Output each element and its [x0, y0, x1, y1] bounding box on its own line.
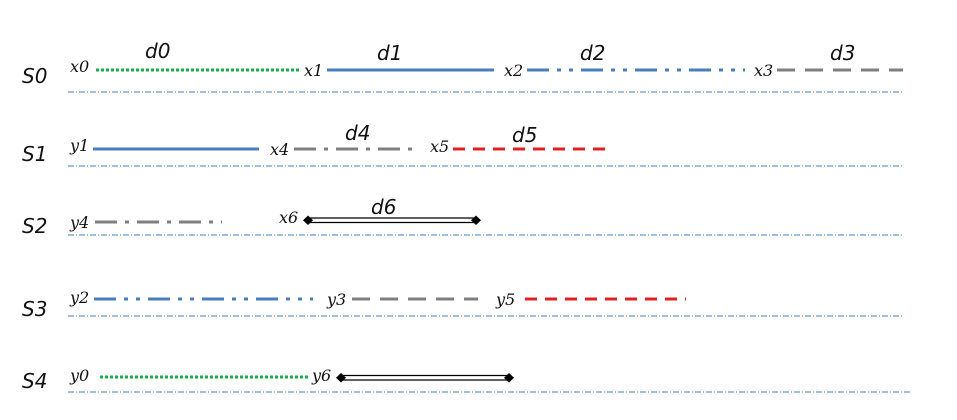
- row-label-s3: S3: [22, 297, 47, 321]
- point-label-x1: x1: [304, 61, 323, 80]
- segment-label-d3: d3: [830, 41, 855, 65]
- point-label-x0: x0: [70, 57, 89, 76]
- point-label-y6: y6: [311, 366, 331, 385]
- diamond-endpoint-left: [303, 215, 313, 225]
- point-label-y2: y2: [69, 288, 89, 307]
- segment-label-d0: d0: [145, 39, 170, 63]
- point-label-x2: x2: [504, 61, 523, 80]
- point-label-y0: y0: [69, 366, 89, 385]
- diamond-endpoint-left: [336, 373, 346, 383]
- point-label-x4: x4: [270, 140, 289, 159]
- segment-label-d2: d2: [580, 41, 605, 65]
- segment-label-d5: d5: [512, 123, 537, 147]
- diamond-endpoint-right: [471, 215, 481, 225]
- diamond-endpoint-right: [504, 373, 514, 383]
- segment-y6-double-line: [336, 373, 514, 383]
- point-label-x6: x6: [279, 208, 298, 227]
- segment-label-d1: d1: [377, 41, 402, 65]
- segment-label-d4: d4: [345, 121, 370, 145]
- point-label-x3: x3: [754, 61, 773, 80]
- row-label-s1: S1: [22, 142, 47, 166]
- point-label-x5: x5: [430, 137, 449, 156]
- row-label-s4: S4: [22, 369, 47, 393]
- segment-label-d6: d6: [371, 195, 396, 219]
- point-label-y5: y5: [495, 290, 515, 309]
- row-label-s0: S0: [22, 64, 47, 88]
- point-label-y3: y3: [326, 290, 346, 309]
- row-separators: [68, 91, 910, 393]
- row-label-s2: S2: [22, 214, 47, 238]
- segment-x6-double-line: [303, 215, 481, 225]
- point-label-y4: y4: [69, 213, 89, 232]
- point-label-y1: y1: [69, 136, 89, 155]
